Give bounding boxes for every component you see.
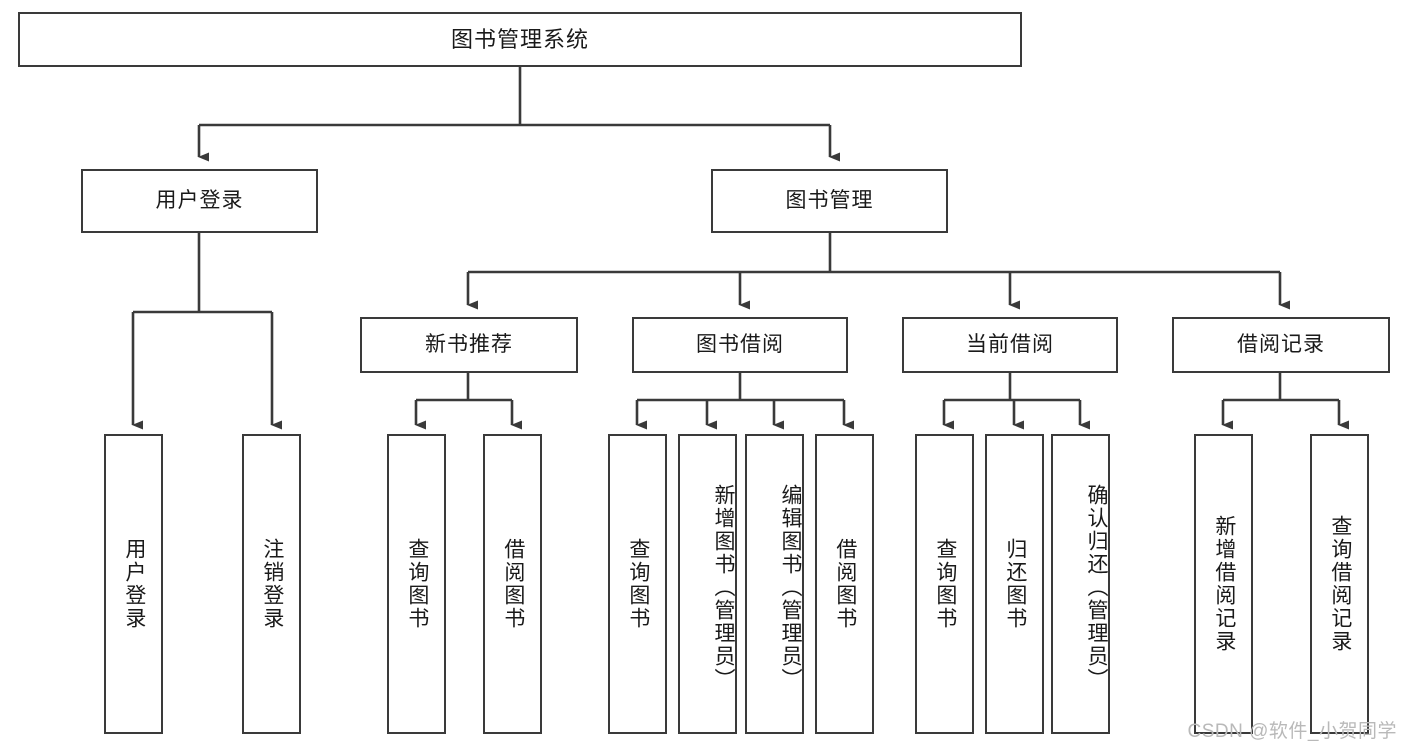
node-label: 查询图书	[933, 538, 957, 630]
leaf-record-add-record[interactable]: 新增借阅记录	[1194, 434, 1253, 734]
leaf-user-login-signout[interactable]: 注销登录	[242, 434, 301, 734]
leaf-user-login-signin[interactable]: 用户登录	[104, 434, 163, 734]
node-label: 查询图书	[626, 538, 650, 630]
leaf-current-confirm-return-admin[interactable]: 确认归还（管理员）	[1051, 434, 1110, 734]
node-label: 查询图书	[405, 538, 429, 630]
leaf-current-return-book[interactable]: 归还图书	[985, 434, 1044, 734]
node-root-system[interactable]: 图书管理系统	[18, 12, 1022, 67]
node-label: 图书借阅	[696, 332, 784, 356]
node-label: 查询借阅记录	[1328, 515, 1352, 653]
node-label: 当前借阅	[966, 332, 1054, 356]
node-label: 借阅记录	[1237, 332, 1325, 356]
node-borrow-record[interactable]: 借阅记录	[1172, 317, 1390, 373]
leaf-borrow-borrow-book[interactable]: 借阅图书	[815, 434, 874, 734]
node-label: 新增图书（管理员）	[712, 483, 735, 691]
leaf-borrow-query-book[interactable]: 查询图书	[608, 434, 667, 734]
node-label: 图书管理	[785, 188, 874, 212]
node-label: 新书推荐	[425, 332, 513, 356]
leaf-current-query-book[interactable]: 查询图书	[915, 434, 974, 734]
node-book-borrow[interactable]: 图书借阅	[632, 317, 848, 373]
node-label: 图书管理系统	[450, 26, 589, 52]
node-label: 确认归还（管理员）	[1085, 483, 1108, 691]
leaf-borrow-edit-book-admin[interactable]: 编辑图书（管理员）	[745, 434, 804, 734]
node-label: 借阅图书	[833, 538, 857, 630]
leaf-borrow-add-book-admin[interactable]: 新增图书（管理员）	[678, 434, 737, 734]
leaf-record-query-record[interactable]: 查询借阅记录	[1310, 434, 1369, 734]
node-label: 注销登录	[260, 538, 284, 630]
node-label: 编辑图书（管理员）	[779, 483, 802, 691]
node-label: 归还图书	[1003, 538, 1027, 630]
node-book-management[interactable]: 图书管理	[711, 169, 948, 233]
node-label: 新增借阅记录	[1212, 515, 1236, 653]
leaf-recommend-borrow-book[interactable]: 借阅图书	[483, 434, 542, 734]
leaf-recommend-query-book[interactable]: 查询图书	[387, 434, 446, 734]
node-label: 用户登录	[122, 538, 146, 630]
node-new-book-recommend[interactable]: 新书推荐	[360, 317, 578, 373]
csdn-watermark: CSDN @软件_小贺同学	[1187, 721, 1397, 742]
node-current-borrow[interactable]: 当前借阅	[902, 317, 1118, 373]
node-user-login[interactable]: 用户登录	[81, 169, 318, 233]
node-label: 用户登录	[155, 188, 244, 212]
node-label: 借阅图书	[501, 538, 525, 630]
